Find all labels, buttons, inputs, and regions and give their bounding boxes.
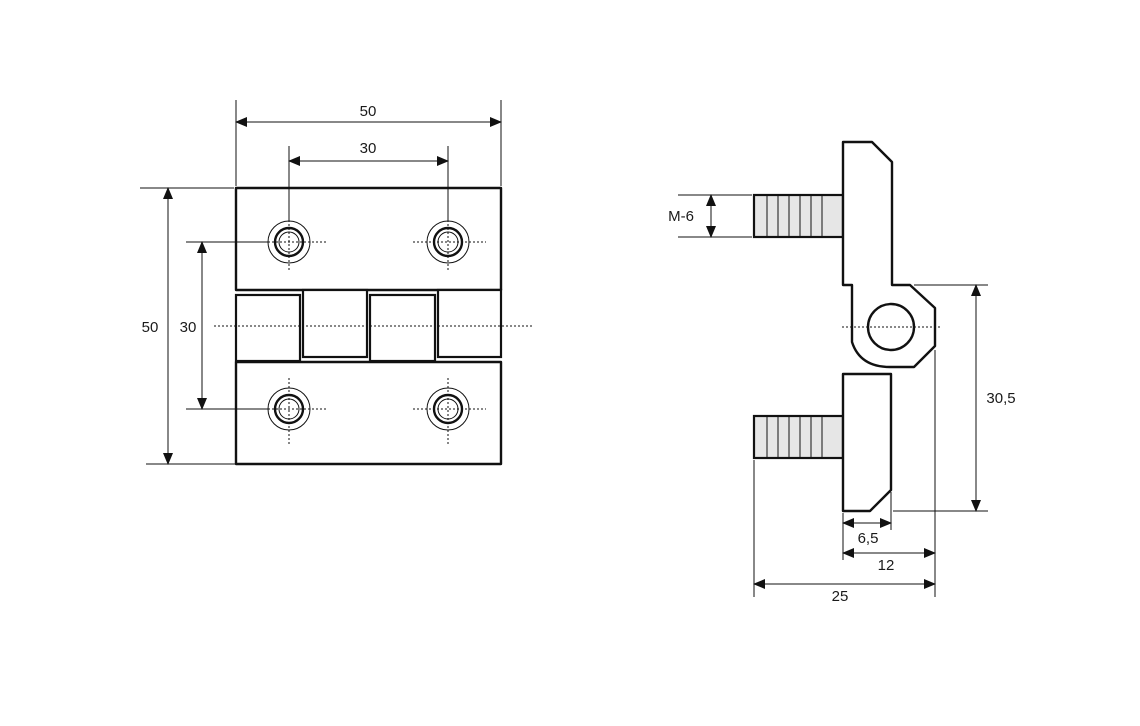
- lower-threaded-stud: [752, 414, 845, 460]
- mounting-hole: [413, 212, 486, 271]
- dim-label-hole-spacing-horizontal: 30: [360, 140, 377, 157]
- dim-label-flange-thickness: 6,5: [858, 530, 879, 547]
- dimension-overall-width: 50: [235, 100, 502, 186]
- dimension-overall-depth: 25: [753, 579, 936, 605]
- dimension-flange-thickness: 6,5: [842, 518, 892, 547]
- dim-label-overall-depth: 25: [832, 588, 849, 605]
- dim-label-pin-axis-distance: 30,5: [986, 390, 1015, 407]
- dim-label-overall-height: 50: [142, 319, 159, 336]
- dimension-hole-spacing-vertical: 30: [180, 241, 268, 410]
- dimension-pin-axis-distance: 30,5: [893, 284, 1016, 512]
- knuckle-row: [234, 288, 503, 363]
- upper-threaded-stud: [752, 193, 845, 239]
- dim-label-hole-spacing-vertical: 30: [180, 319, 197, 336]
- top-leaf: [234, 186, 503, 292]
- upper-leaf-profile: [841, 140, 937, 369]
- dim-label-thread: M-6: [668, 208, 694, 225]
- dimension-overall-height: 50: [140, 187, 248, 465]
- dimension-hole-spacing-horizontal: 30: [288, 140, 449, 220]
- dimension-body-depth: 12: [842, 548, 936, 574]
- dim-label-body-depth: 12: [878, 557, 895, 574]
- front-view: 50 30 50 30: [140, 100, 534, 466]
- dim-label-overall-width: 50: [360, 103, 377, 120]
- lower-leaf-profile: [841, 372, 893, 513]
- dimension-thread: M-6: [668, 194, 752, 238]
- side-view: M-6 30,5 6,5 12 25: [668, 140, 1016, 605]
- mounting-hole: [413, 378, 486, 446]
